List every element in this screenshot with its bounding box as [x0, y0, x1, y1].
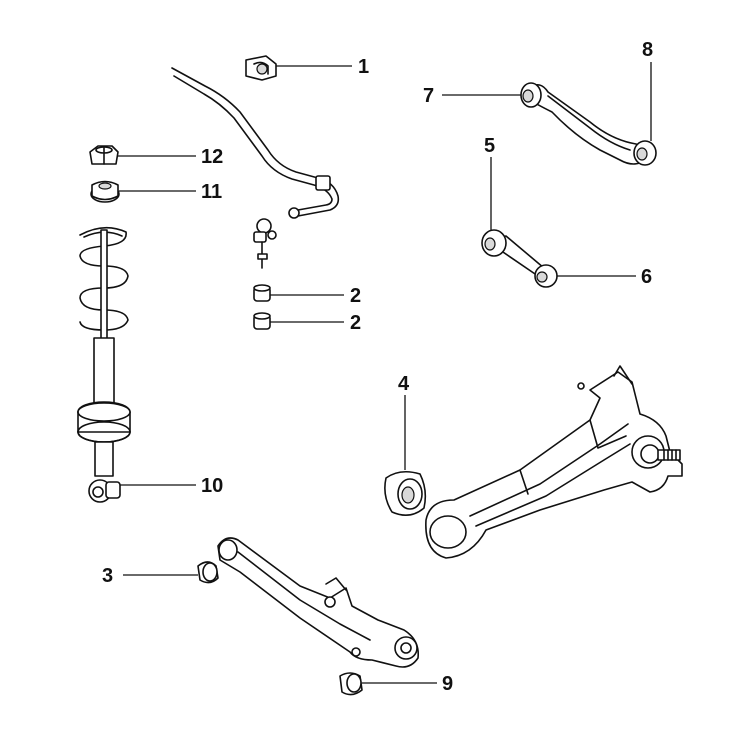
part-6-link-bushing [481, 229, 507, 257]
callout-2b: 2 [350, 312, 361, 334]
stabilizer-link [253, 218, 277, 269]
part-9-upper-arm-bushing [633, 140, 657, 166]
part-2-link-bushing-lower [253, 312, 271, 330]
part-4-lower-arm-bushing [339, 672, 363, 696]
part-10-shock-absorber-spring [77, 226, 131, 503]
part-11-upper-mount [90, 180, 120, 203]
part-5-trailing-arm-bushing [384, 470, 427, 516]
callout-7: 6 [641, 266, 652, 288]
callout-2a: 2 [350, 285, 361, 307]
part-2-link-bushing-upper [253, 284, 271, 302]
part-8-upper-arm-bushing [520, 82, 542, 108]
callout-3: 3 [102, 565, 113, 587]
part-1-stabilizer-bushing [245, 55, 277, 81]
callout-12: 12 [201, 146, 223, 168]
callout-5: 4 [398, 373, 410, 395]
upper-control-arm [529, 84, 648, 165]
callout-9: 8 [642, 39, 653, 61]
part-12-mount-nut [89, 145, 119, 165]
callout-4: 9 [442, 673, 453, 695]
callout-10: 10 [201, 475, 223, 497]
trailing-arm-knuckle [425, 365, 683, 559]
callout-6: 5 [484, 135, 495, 157]
part-3-lower-arm-bushing [197, 561, 219, 584]
callout-8: 7 [423, 85, 434, 107]
part-7-link-bushing [534, 264, 558, 288]
callout-11: 11 [201, 181, 222, 203]
stabilizer-bar [171, 67, 340, 219]
lower-control-arm [217, 537, 420, 668]
callout-1: 1 [358, 56, 369, 78]
